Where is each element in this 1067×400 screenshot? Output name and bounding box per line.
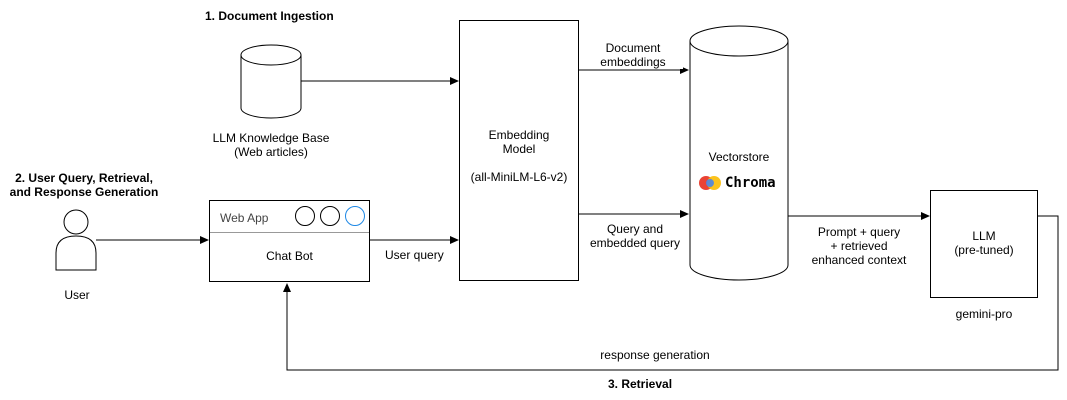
knowledge-base-cylinder[interactable] — [240, 44, 302, 119]
web-app-titlebar: Web App — [210, 201, 369, 233]
window-circle-selected-icon[interactable] — [345, 206, 365, 226]
user-label: User — [64, 288, 90, 302]
knowledge-base-label: LLM Knowledge Base (Web articles) — [212, 131, 330, 159]
edge-label-query-embedded: Query and embedded query — [589, 222, 681, 250]
section-user-query: 2. User Query, Retrieval, and Response G… — [9, 171, 159, 199]
user-icon — [55, 209, 97, 271]
section-retrieval: 3. Retrieval — [608, 377, 673, 391]
edge-response-generation — [283, 215, 1059, 371]
vectorstore-cylinder[interactable] — [689, 25, 789, 281]
llm-box[interactable]: LLM (pre-tuned) — [930, 190, 1038, 298]
vectorstore-label: Vectorstore — [708, 150, 770, 164]
edge-label-document-embeddings: Document embeddings — [583, 41, 683, 69]
web-app-window[interactable]: Web App Chat Bot — [209, 200, 370, 282]
section-document-ingestion: 1. Document Ingestion — [205, 9, 334, 23]
edge-label-response-generation: response generation — [600, 348, 710, 362]
window-circle-icon[interactable] — [295, 206, 315, 226]
embedding-model-name: (all-MiniLM-L6-v2) — [470, 170, 568, 184]
web-app-title: Web App — [220, 211, 269, 225]
chroma-brand-label: Chroma — [725, 175, 776, 191]
window-circle-icon[interactable] — [320, 206, 340, 226]
chat-bot-label: Chat Bot — [266, 249, 313, 263]
edge-label-prompt-query: Prompt + query + retrieved enhanced cont… — [811, 225, 907, 267]
edge-label-user-query: User query — [385, 248, 444, 262]
chroma-logo-icon — [699, 176, 721, 190]
embedding-model-title: Embedding Model — [488, 128, 550, 156]
llm-model-label: gemini-pro — [955, 307, 1013, 321]
llm-label: LLM (pre-tuned) — [954, 229, 1014, 257]
embedding-model-box[interactable]: Embedding Model (all-MiniLM-L6-v2) — [459, 20, 579, 281]
